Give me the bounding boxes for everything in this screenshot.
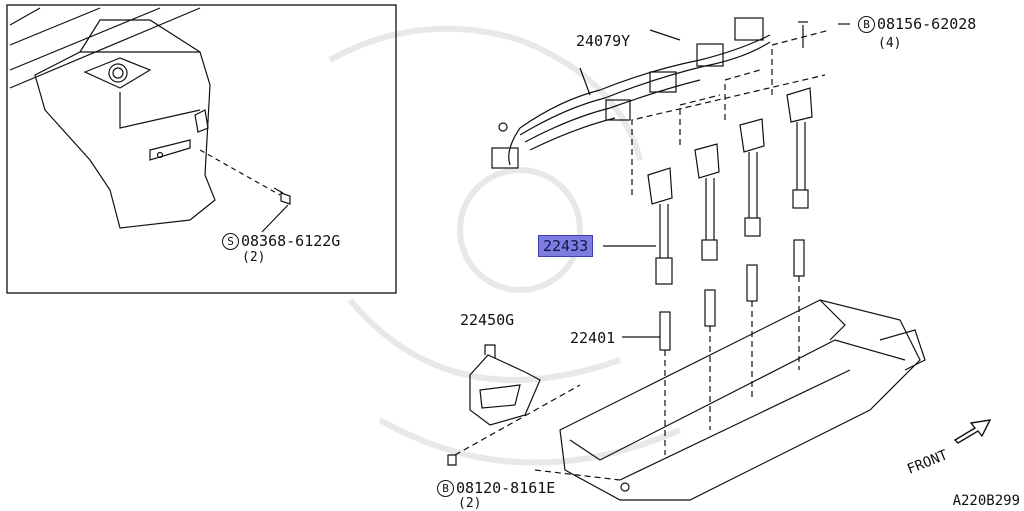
bracket-part-number: 22450G	[460, 311, 515, 329]
cylinder-head	[559, 299, 926, 501]
front-arrow-icon	[953, 419, 992, 444]
screw-inset-part-number: 08368-6122G	[241, 232, 341, 250]
bolt-bracket-quantity: (2)	[458, 496, 482, 511]
watermark	[328, 25, 682, 466]
callout-harness[interactable]: 24079Y	[576, 33, 630, 49]
ignition-harness	[491, 17, 771, 169]
callout-bracket[interactable]: 22450G	[460, 312, 514, 328]
diagram-code: A220B299	[952, 493, 1020, 509]
ignition-coils	[647, 21, 813, 285]
plug-part-number: 22401	[570, 329, 616, 347]
leader-lines	[603, 23, 850, 338]
bolt-top-part-number: 08156-62028	[877, 15, 977, 33]
guide-lines	[454, 29, 831, 481]
harness-part-number: 24079Y	[576, 32, 631, 50]
inset-housing	[9, 7, 291, 233]
bolt-prefix-badge: B	[437, 480, 454, 497]
inset-frame	[6, 4, 397, 294]
coil-part-number: 22433	[538, 235, 594, 257]
bolt-prefix-badge: B	[858, 16, 875, 33]
callout-plug[interactable]: 22401	[570, 330, 615, 346]
screw-inset-quantity: (2)	[242, 250, 266, 265]
callout-coil[interactable]: 22433	[538, 235, 594, 257]
coil-bracket	[447, 344, 541, 466]
spark-plugs	[659, 239, 805, 351]
screw-prefix-badge: S	[222, 233, 239, 250]
bolt-bracket-part-number: 08120-8161E	[456, 479, 556, 497]
bolt-top-quantity: (4)	[878, 36, 902, 51]
